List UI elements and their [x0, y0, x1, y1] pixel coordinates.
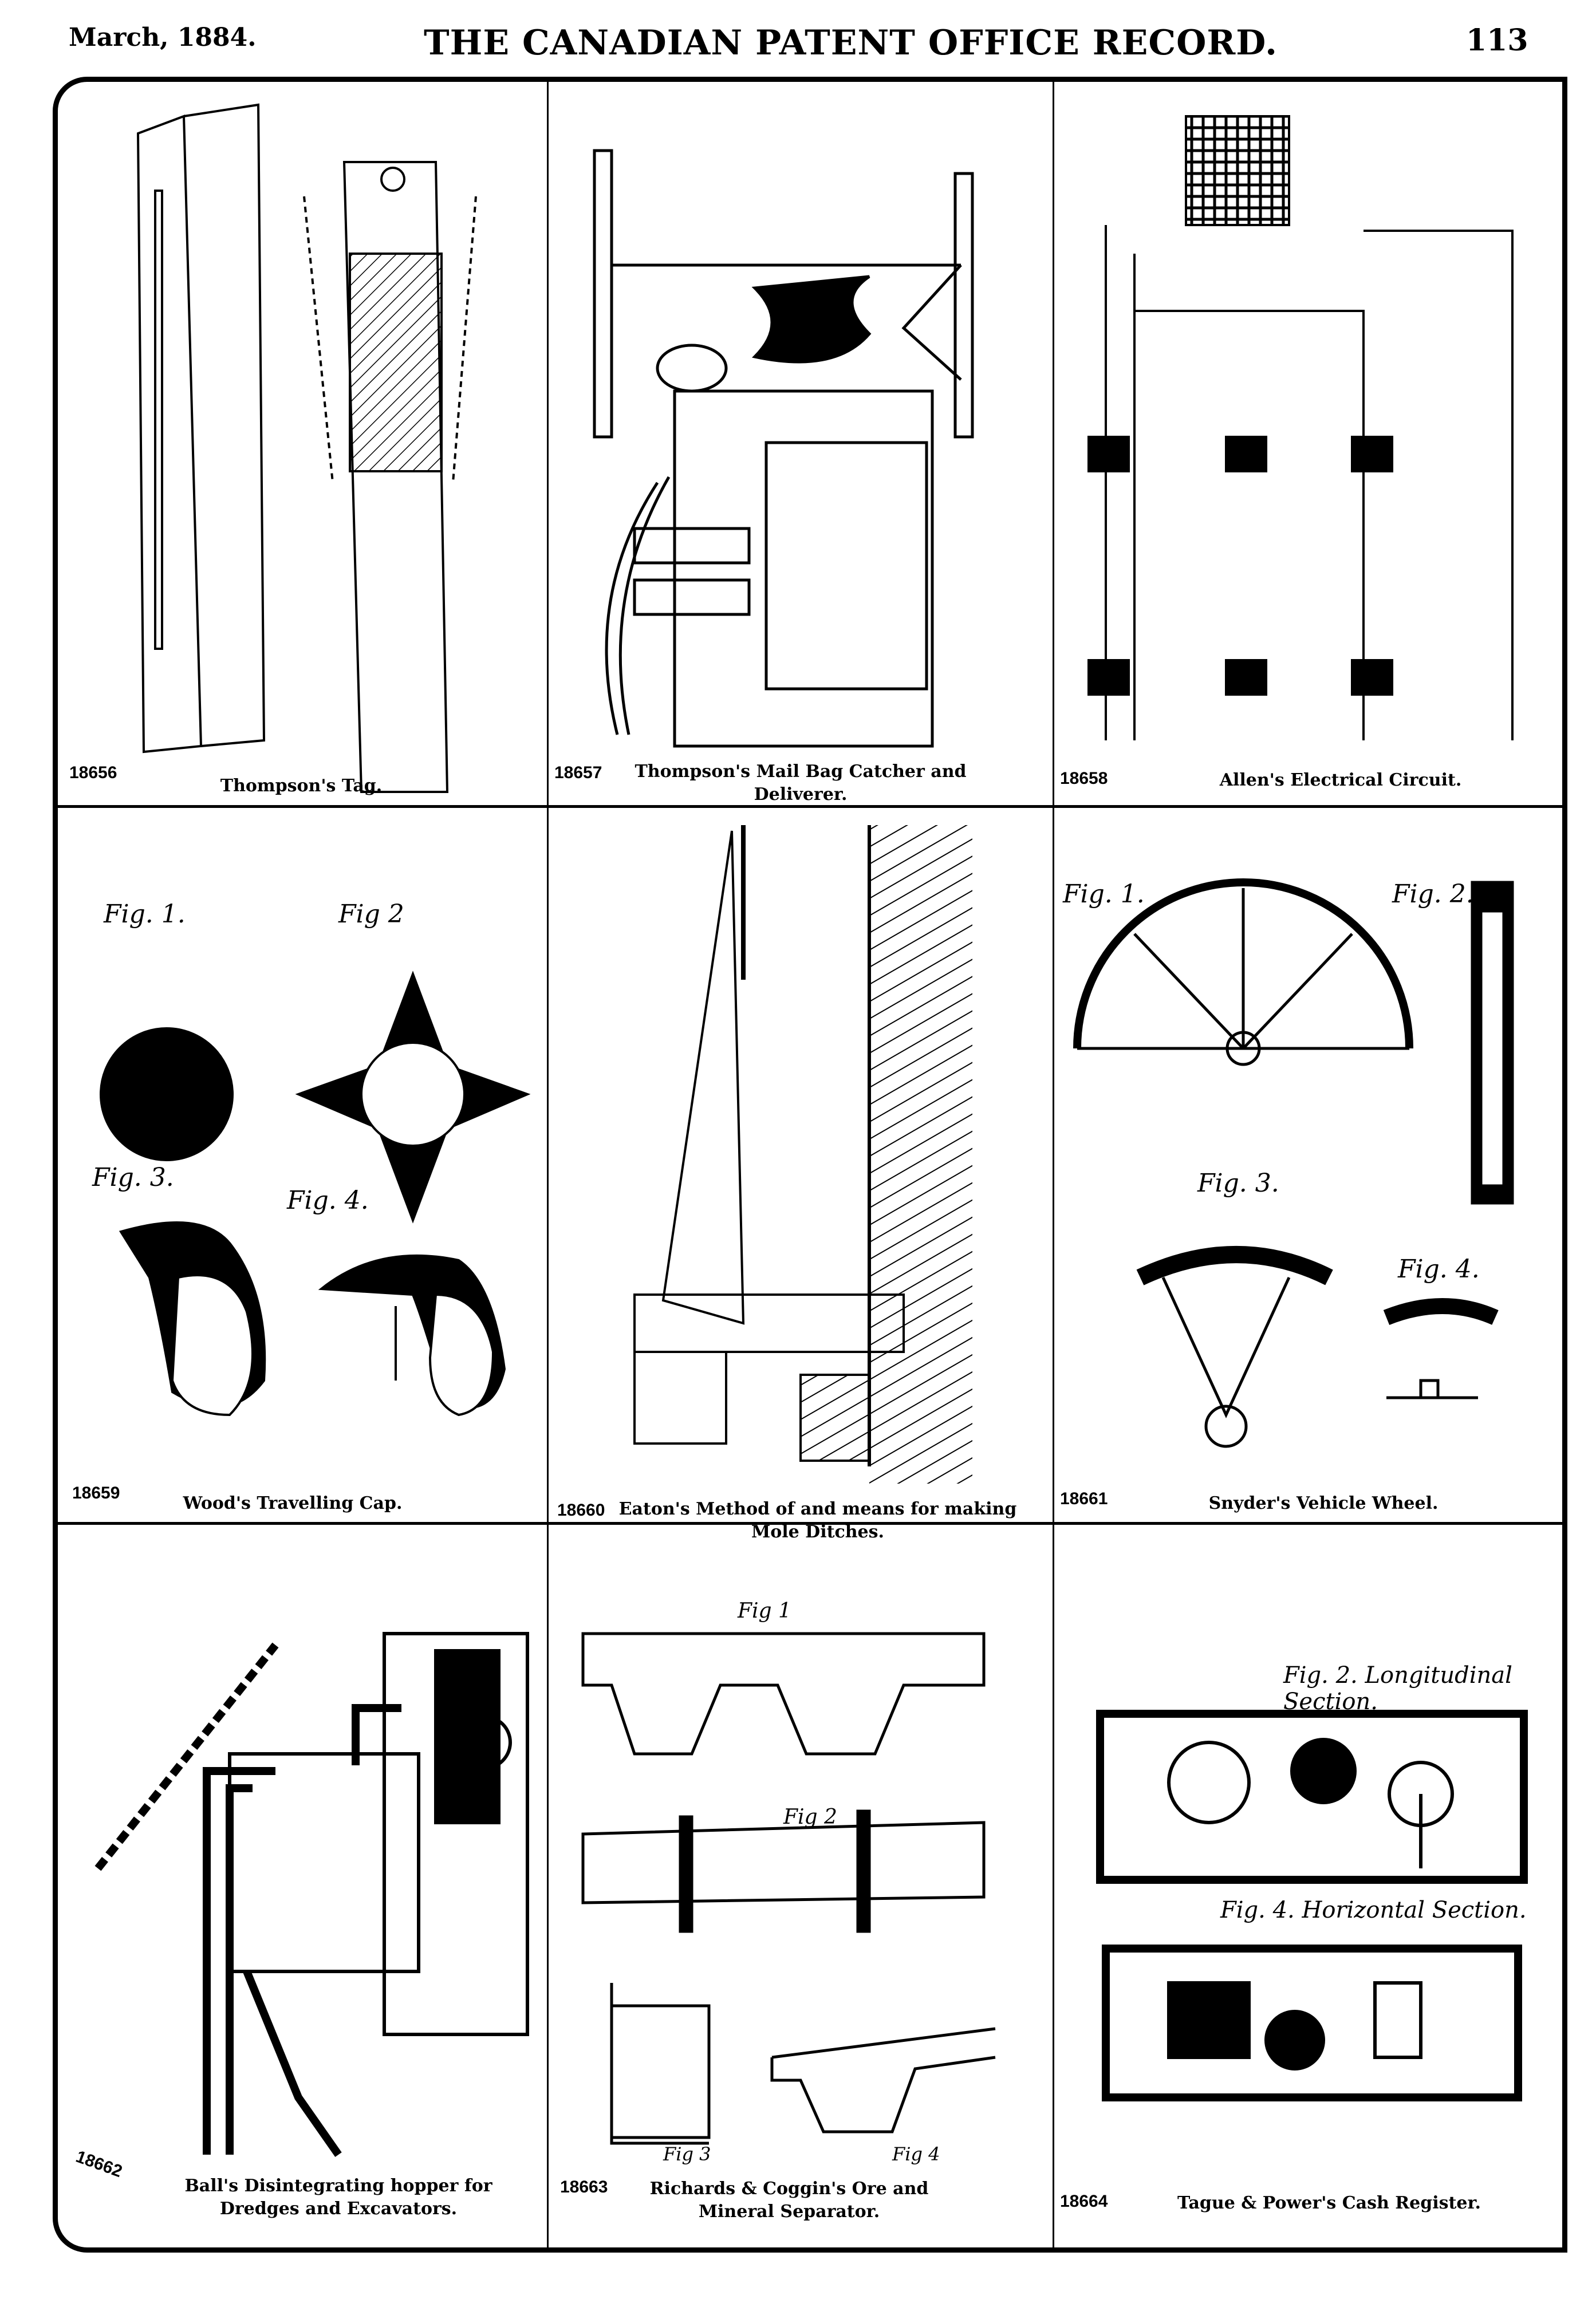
page-title: THE CANADIAN PATENT OFFICE RECORD.: [424, 23, 1278, 63]
fig-label: Fig. 1.: [1063, 880, 1145, 909]
patent-number: 18664: [1060, 2192, 1108, 2211]
travelling-cap-drawing: [100, 971, 531, 1417]
patent-number: 18661: [1060, 1489, 1108, 1508]
fig-label: Fig 1: [738, 1599, 791, 1623]
patent-18663: Fig 1 Fig 2 Fig 3 Fig 4 18663 Richards &…: [549, 1525, 1053, 2253]
page-number: 113: [1466, 23, 1528, 58]
electrical-circuit-drawing: [1087, 115, 1514, 740]
patent-18658: 18658 Allen's Electrical Circuit.: [1054, 82, 1564, 805]
patent-number: 18657: [554, 763, 602, 782]
patent-number: 18660: [557, 1501, 605, 1520]
patent-18664: Fig. 2. Longitudinal Section. Fig. 4. Ho…: [1054, 1525, 1564, 2253]
mail-bag-catcher-drawing: [593, 149, 974, 748]
disintegrating-hopper-drawing: [94, 1632, 529, 2158]
patent-caption: Thompson's Mail Bag Catcher and Delivere…: [635, 762, 967, 804]
patent-number: 18658: [1060, 769, 1108, 788]
patent-number: 18659: [72, 1484, 120, 1502]
fig-label: Fig. 4.: [1398, 1255, 1480, 1284]
cash-register-drawing: [1096, 1710, 1528, 2101]
fig-label: Fig. 2.: [1392, 880, 1474, 909]
fig-label: Fig 4: [892, 2143, 940, 2165]
fig-label: Fig 2: [783, 1805, 837, 1829]
fig-label: Fig. 3.: [1197, 1169, 1279, 1198]
fig-label: Fig. 3.: [92, 1163, 174, 1192]
patent-18661: Fig. 1. Fig. 2. Fig. 3. Fig. 4. 18661 Sn…: [1054, 808, 1564, 1522]
patent-caption: Richards & Coggin's Ore and Mineral Sepa…: [649, 2179, 929, 2222]
fig-label: Fig 3: [663, 2143, 711, 2165]
fig-label: Fig. 2. Longitudinal Section.: [1283, 1662, 1512, 1715]
patent-caption: Tague & Power's Cash Register.: [1177, 2193, 1481, 2213]
fig-label: Fig. 1.: [104, 900, 186, 929]
patent-18662: 18662 Ball's Disintegrating hopper for D…: [58, 1525, 547, 2253]
column-divider: [1053, 77, 1054, 2253]
patent-18657: 18657 Thompson's Mail Bag Catcher and De…: [549, 82, 1053, 805]
ore-separator-drawing: [581, 1632, 996, 2145]
row-divider: [53, 1522, 1567, 1525]
fig-label: Fig. 4.: [287, 1186, 369, 1215]
fig-label: Fig 2: [338, 900, 404, 929]
patent-caption: Thompson's Tag.: [220, 776, 383, 796]
patent-number: 18663: [560, 2178, 608, 2196]
page-frame: [53, 77, 1567, 2253]
tag-drawing: [136, 103, 477, 793]
patent-caption: Ball's Disintegrating hopper for Dredges…: [184, 2176, 492, 2219]
row-divider: [53, 805, 1567, 808]
column-divider: [547, 77, 549, 2253]
patent-18660: 18660 Eaton's Method of and means for ma…: [549, 808, 1053, 1542]
patent-caption: Eaton's Method of and means for making M…: [618, 1499, 1017, 1542]
fig-label: Fig. 4. Horizontal Section.: [1220, 1897, 1527, 1923]
patent-caption: Snyder's Vehicle Wheel.: [1208, 1493, 1439, 1513]
patent-caption: Allen's Electrical Circuit.: [1219, 770, 1462, 790]
header-date: March, 1884.: [69, 23, 257, 52]
mole-ditch-drawing: [633, 825, 972, 1484]
patent-18656: 18656 Thompson's Tag.: [58, 82, 547, 805]
patent-18659: Fig. 1. Fig 2 Fig. 3. Fig. 4. 18659 Wood…: [58, 808, 547, 1522]
patent-caption: Wood's Travelling Cap.: [183, 1493, 403, 1513]
patent-number: 18656: [69, 763, 117, 782]
vehicle-wheel-drawing: [1073, 878, 1514, 1448]
